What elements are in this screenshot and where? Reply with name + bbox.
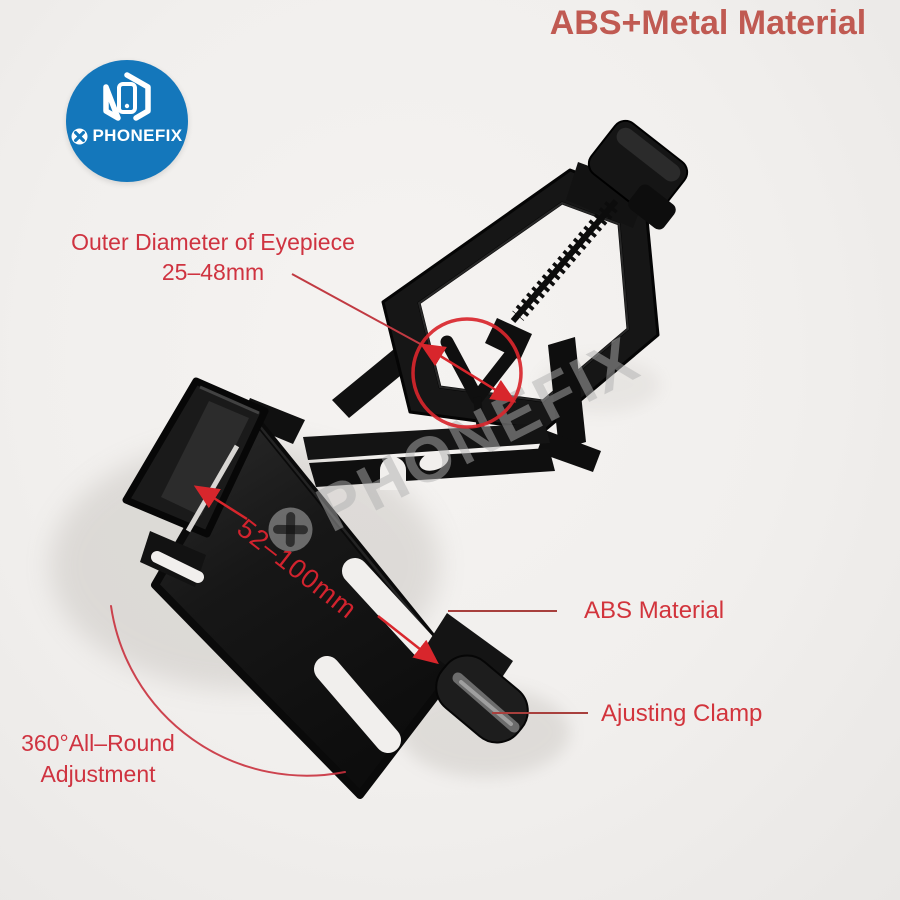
eyepiece-diameter-label-line1: Outer Diameter of Eyepiece [71, 229, 355, 255]
logo-hexagon-phone-icon [103, 72, 151, 121]
logo-screw-icon [71, 128, 88, 144]
adjusting-clamp-knob [424, 613, 529, 744]
diameter-double-arrow [419, 343, 517, 403]
rotation-adjustment-label-line1: 360°All–Round [21, 730, 175, 756]
locking-screw [485, 162, 648, 360]
adjusting-clamp-label: Ajusting Clamp [601, 700, 763, 727]
eyepiece-diameter-circle [411, 317, 523, 429]
locking-knob [587, 119, 689, 230]
rotation-adjustment-label: 360°All–Round Adjustment [8, 728, 188, 790]
hexagon-bracket [537, 337, 601, 472]
phone-grip-bar [122, 377, 269, 587]
connecting-bars [240, 398, 555, 490]
eyepiece-diameter-label-line2: 25–48mm [161, 258, 265, 285]
logo-brand-text: PHONEFIX [92, 126, 183, 145]
phonefix-logo: PHONEFIX [66, 60, 188, 182]
abs-material-label: ABS Material [584, 597, 725, 624]
eyepiece-leader-line [291, 273, 425, 347]
eyepiece-diameter-label: Outer Diameter of Eyepiece 25–48mm [58, 228, 368, 288]
width-arrow-upper [193, 485, 248, 521]
logo-brand-row: PHONEFIX [71, 126, 182, 146]
rotation-adjustment-label-line2: Adjustment [40, 761, 156, 788]
rotation-arc [110, 605, 346, 777]
width-arrow-lower [377, 615, 439, 665]
page-title: ABS+Metal Material [549, 4, 867, 42]
